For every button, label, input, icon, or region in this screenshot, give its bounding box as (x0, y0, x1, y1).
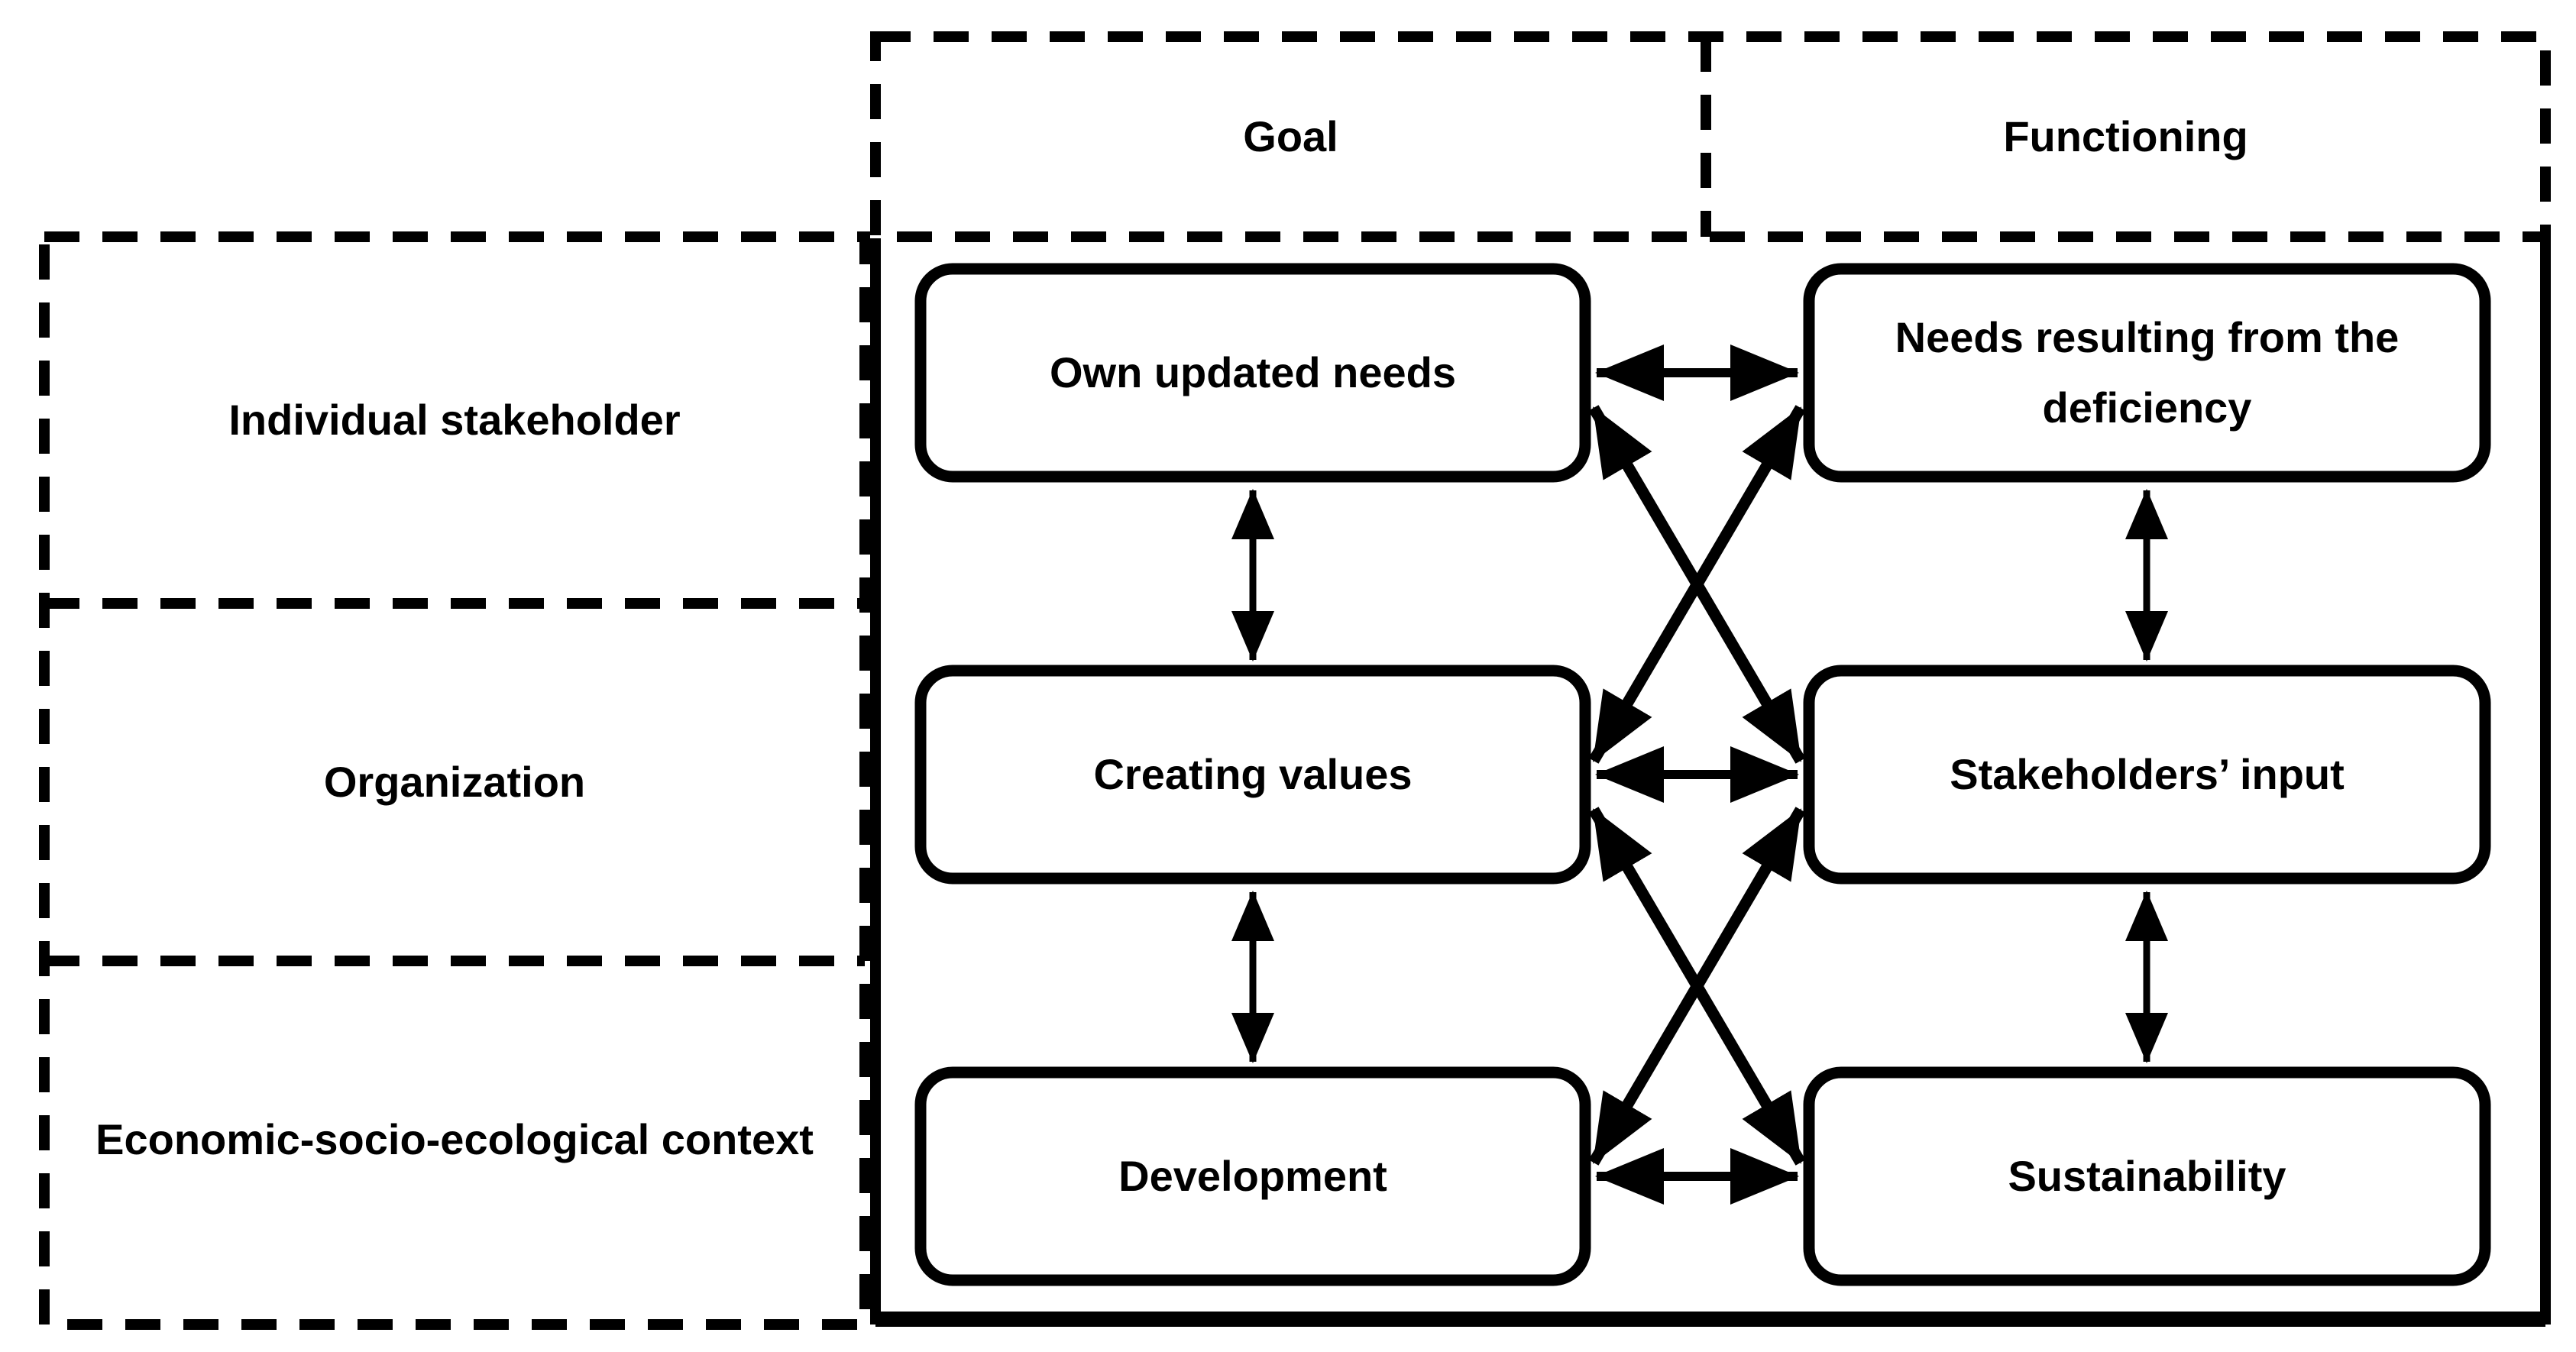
node-box-creating-values (914, 665, 1591, 885)
node-box-development (914, 1066, 1591, 1286)
node-box-sustainability (1803, 1066, 2491, 1286)
arrow-needs-deficiency-creating-values (1588, 405, 1806, 764)
node-box-stakeholders-input (1803, 665, 2491, 885)
node-box-needs-resulting-from-deficiency (1803, 263, 2491, 483)
row-headers-border (39, 231, 870, 1330)
node-box-own-updated-needs (914, 263, 1591, 483)
arrow-stakeholders-input-development (1588, 807, 1806, 1166)
